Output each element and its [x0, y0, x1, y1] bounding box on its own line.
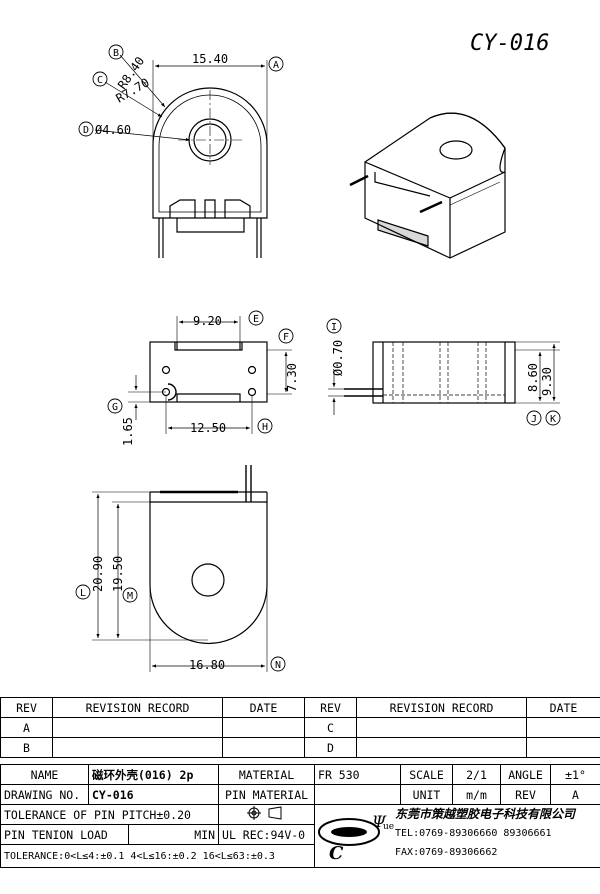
- title-block-area: REV REVISION RECORD DATE REV REVISION RE…: [0, 697, 600, 868]
- record-cell: [356, 737, 527, 758]
- pin-material-label: PIN MATERIAL: [218, 784, 316, 805]
- rev-cell: C: [304, 717, 357, 738]
- record-cell: [356, 717, 527, 738]
- unit-label: UNIT: [400, 784, 454, 805]
- company-logo-icon: Ψ ue C: [318, 812, 394, 864]
- side-view: [328, 341, 560, 415]
- rev-cell: A: [0, 717, 53, 738]
- title-block: NAME 磁环外壳(016) 2p MATERIAL FR 530 SCALE …: [0, 764, 600, 868]
- callout-f: F: [283, 332, 289, 343]
- front-view: [94, 54, 268, 258]
- projection-icon: [246, 806, 282, 820]
- pin-tenion-label: PIN TENION LOAD: [0, 824, 129, 845]
- min-label: MIN: [127, 824, 220, 845]
- company-fax: FAX:0769-89306662: [395, 847, 498, 858]
- svg-text:C: C: [329, 843, 344, 863]
- tolerance-line: TOLERANCE:0<L≤4:±0.1 4<L≤16:±0.2 16<L≤63…: [0, 844, 316, 868]
- dim-1680: 16.80: [189, 658, 225, 672]
- unit-value: m/m: [452, 784, 502, 805]
- isometric-view: [349, 112, 506, 259]
- drawing-no-value: CY-016: [87, 784, 220, 805]
- projection-symbol: [218, 804, 316, 825]
- callout-l: L: [80, 588, 86, 599]
- table-row: A C: [0, 717, 600, 738]
- scale-label: SCALE: [400, 764, 454, 785]
- name-label: NAME: [0, 764, 89, 785]
- dim-930: 9.30: [540, 367, 554, 396]
- dim-730: 7.30: [285, 363, 299, 392]
- drawing-title: CY-016: [470, 31, 549, 56]
- material-label: MATERIAL: [218, 764, 316, 785]
- record-cell: [52, 717, 223, 738]
- callout-b: B: [113, 48, 119, 59]
- date-cell: [222, 717, 305, 738]
- callout-j: J: [531, 414, 537, 425]
- material-value: FR 530: [314, 764, 402, 785]
- ul-rec: UL REC:94V-0: [218, 824, 316, 845]
- rev-cell: B: [0, 737, 53, 758]
- dim-920: 9.20: [193, 314, 222, 328]
- callout-m: M: [127, 591, 133, 602]
- callout-a: A: [273, 60, 279, 71]
- callout-i: I: [331, 322, 337, 333]
- logo-text: ue: [383, 822, 394, 832]
- tolerance-pitch: TOLERANCE OF PIN PITCH±0.20: [0, 804, 220, 825]
- callout-n: N: [275, 660, 281, 671]
- rev-cell: D: [304, 737, 357, 758]
- dim-top-width: 15.40: [192, 52, 228, 66]
- name-value: 磁环外壳(016) 2p: [87, 764, 220, 785]
- date-cell: [222, 737, 305, 758]
- date-cell: [526, 737, 600, 758]
- lower-front-view: [92, 465, 268, 672]
- rev-header-2: REV: [304, 697, 357, 718]
- angle-label: ANGLE: [500, 764, 552, 785]
- revision-table: REV REVISION RECORD DATE REV REVISION RE…: [0, 697, 600, 758]
- dim-2090: 20.90: [91, 556, 105, 592]
- engineering-drawing: CY-016: [75, 31, 561, 672]
- callout-g: G: [112, 402, 118, 413]
- callout-d: D: [83, 125, 89, 136]
- date-header-2: DATE: [526, 697, 600, 718]
- rev-header-1: REV: [0, 697, 53, 718]
- revision-record-header-2: REVISION RECORD: [356, 697, 527, 718]
- callout-e: E: [253, 314, 259, 325]
- dim-pin-dia: Ø0.70: [331, 340, 345, 376]
- company-logo: Ψ ue C: [316, 806, 396, 864]
- pin-material-value: [314, 784, 402, 805]
- table-row: B D: [0, 737, 600, 758]
- bottom-view: [128, 316, 292, 434]
- date-header-1: DATE: [222, 697, 305, 718]
- record-cell: [52, 737, 223, 758]
- callouts: A B C D E F G H I J K L M N: [75, 44, 561, 672]
- rev-label: REV: [500, 784, 552, 805]
- dim-860: 8.60: [526, 363, 540, 392]
- date-cell: [526, 717, 600, 738]
- angle-value: ±1°: [550, 764, 600, 785]
- rev-value: A: [550, 784, 600, 805]
- dim-1250: 12.50: [190, 421, 226, 435]
- callout-c: C: [97, 75, 103, 86]
- callout-k: K: [550, 414, 556, 425]
- revision-record-header-1: REVISION RECORD: [52, 697, 223, 718]
- callout-h: H: [262, 422, 268, 433]
- dim-1950: 19.50: [111, 556, 125, 592]
- svg-text:Ψ: Ψ: [372, 812, 387, 831]
- scale-value: 2/1: [452, 764, 502, 785]
- drawing-no-label: DRAWING NO.: [0, 784, 89, 805]
- company-tel: TEL:0769-89306660 89306661: [395, 828, 552, 839]
- dim-165: 1.65: [121, 417, 135, 446]
- dim-hole: Ø4.60: [95, 123, 131, 137]
- company-name: 东莞市策越塑胶电子科技有限公司: [395, 807, 576, 821]
